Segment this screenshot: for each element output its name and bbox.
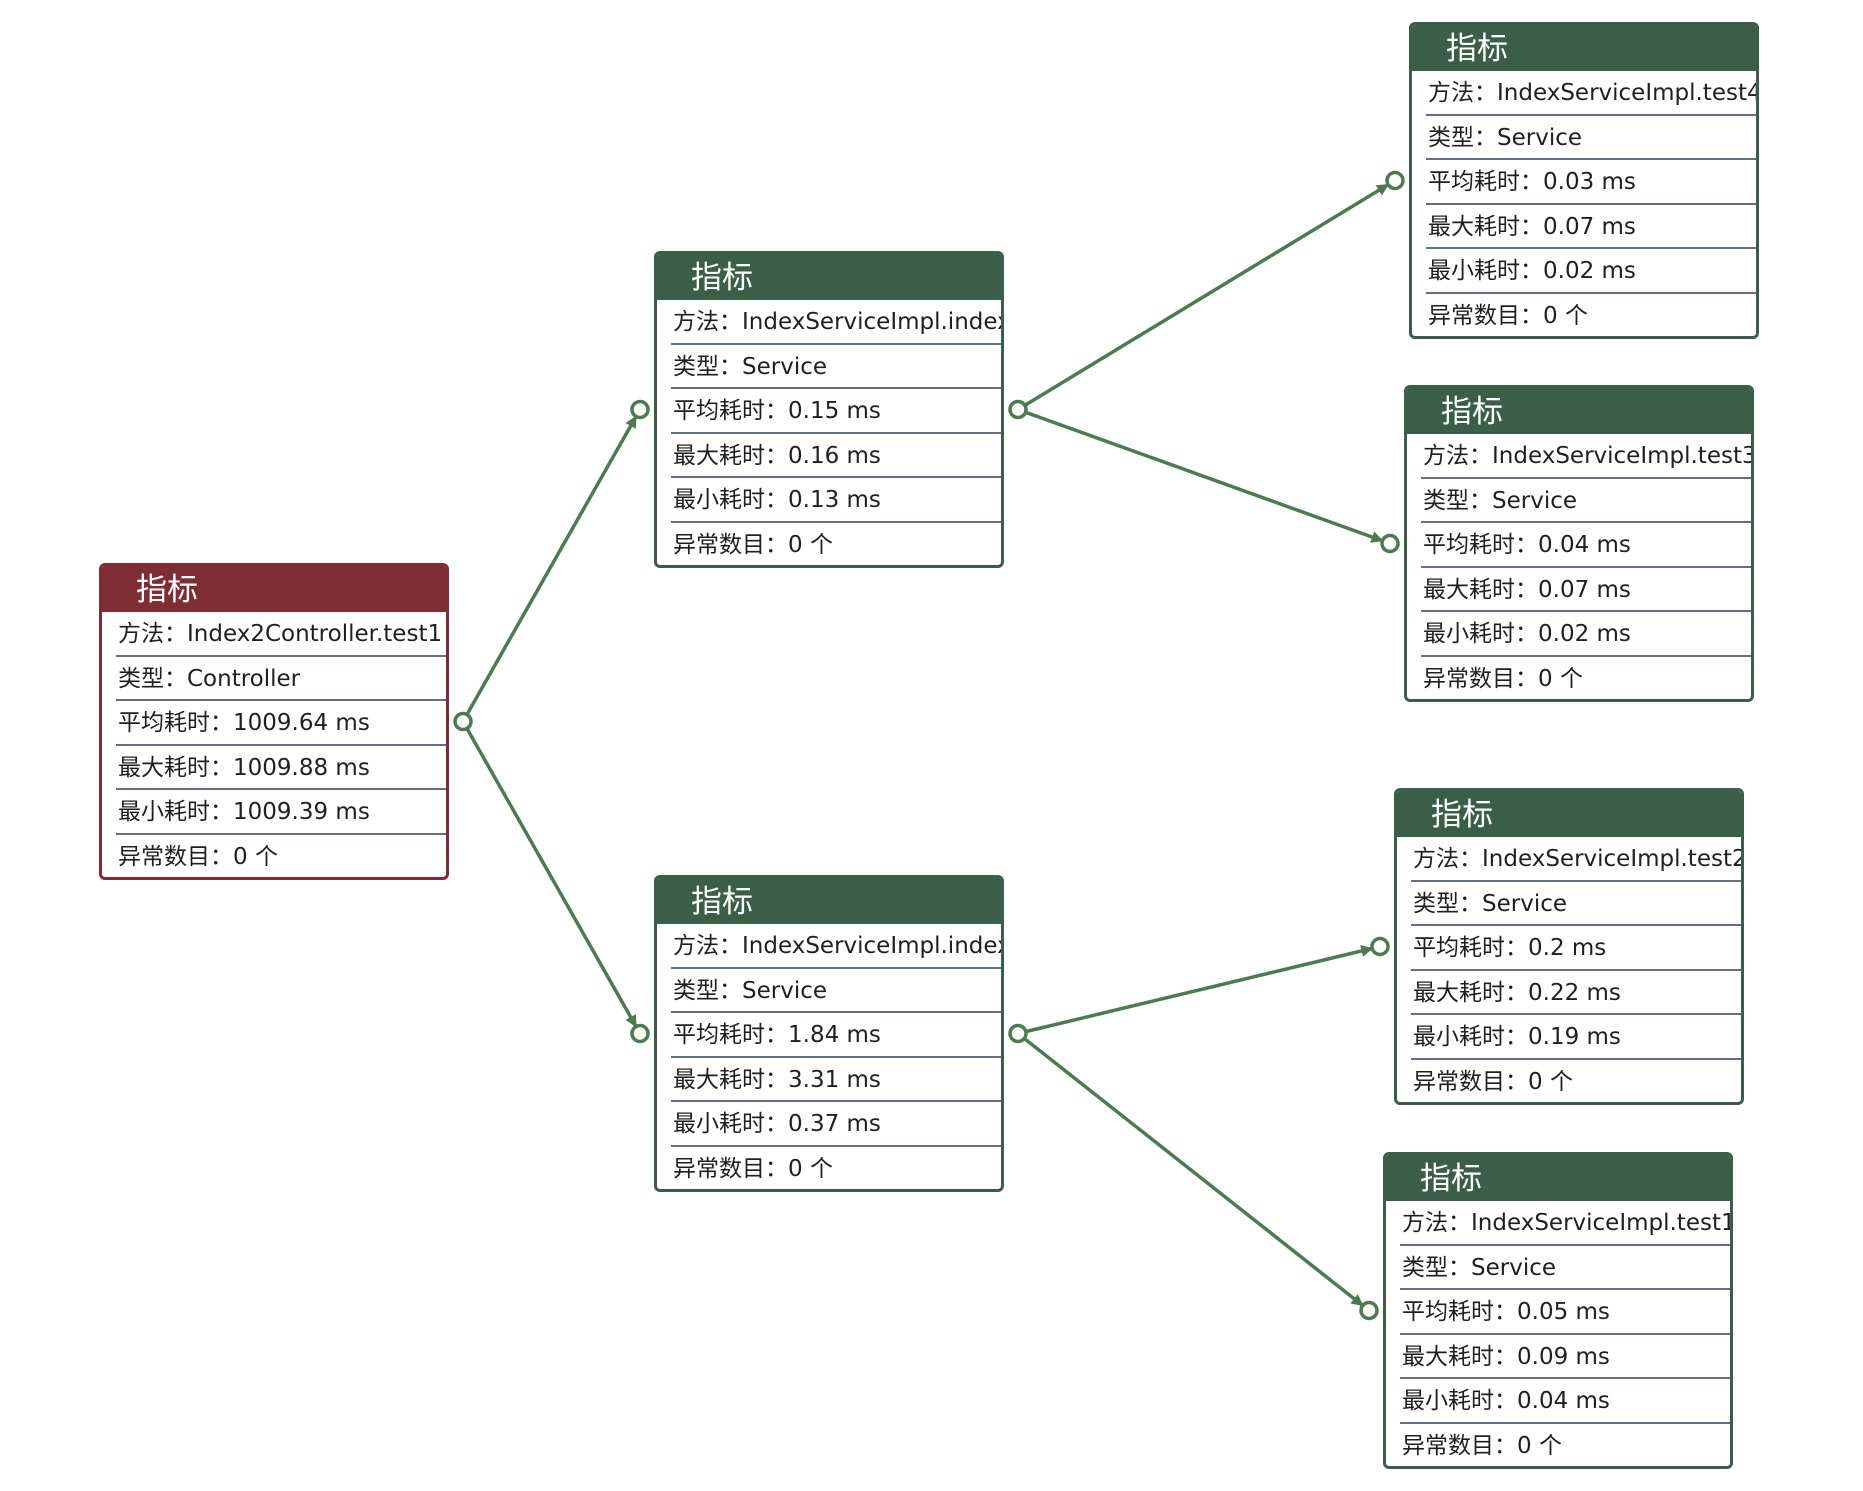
node-type: 类型：Service [671, 342, 1001, 388]
node-title: 指标 [102, 566, 446, 612]
node-max-time: 最大耗时：0.16 ms [671, 431, 1001, 477]
node-avg-time: 平均耗时：1.84 ms [671, 1011, 1001, 1056]
edge-arrow [1024, 410, 1384, 543]
node-method: 方法：IndexServiceImpl.test1 [1402, 1210, 1730, 1236]
node-exception-count: 异常数目：0 个 [1426, 291, 1756, 337]
node-max-time: 最大耗时：0.07 ms [1421, 565, 1751, 611]
node-type: 类型：Service [1421, 476, 1751, 522]
node-indexserviceimpl-test2[interactable]: 指标 方法：IndexServiceImpl.test2 类型：Service … [1394, 788, 1744, 1105]
output-port [1008, 1023, 1028, 1044]
node-title: 指标 [1407, 388, 1751, 434]
node-avg-time: 平均耗时：0.2 ms [1411, 924, 1741, 969]
node-min-time: 最小耗时：0.19 ms [1411, 1013, 1741, 1058]
edge-arrow [1023, 1037, 1364, 1307]
node-type: 类型：Service [671, 966, 1001, 1012]
node-type: 类型：Service [1411, 879, 1741, 925]
node-max-time: 最大耗时：0.09 ms [1400, 1332, 1730, 1378]
input-port [1385, 170, 1405, 191]
node-method: 方法：IndexServiceImpl.test3 [1423, 443, 1751, 469]
node-exception-count: 异常数目：0 个 [1411, 1057, 1741, 1103]
node-indexserviceimpl-test3[interactable]: 指标 方法：IndexServiceImpl.test3 类型：Service … [1404, 385, 1754, 702]
edge-arrow [1023, 183, 1390, 407]
node-exception-count: 异常数目：0 个 [116, 832, 446, 878]
edge-arrow [465, 415, 638, 716]
node-min-time: 最小耗时：0.02 ms [1421, 610, 1751, 655]
node-method: 方法：IndexServiceImpl.test4 [1428, 80, 1756, 106]
node-method: 方法：Index2Controller.test1 [118, 621, 443, 647]
node-title: 指标 [1412, 25, 1756, 71]
node-avg-time: 平均耗时：1009.64 ms [116, 699, 446, 744]
output-port [453, 711, 473, 732]
edges-layer [465, 183, 1390, 1307]
input-port [630, 399, 650, 420]
input-port [1370, 936, 1390, 957]
node-avg-time: 平均耗时：0.15 ms [671, 387, 1001, 432]
output-port [1008, 399, 1028, 420]
node-avg-time: 平均耗时：0.04 ms [1421, 521, 1751, 566]
node-type: 类型：Service [1400, 1243, 1730, 1289]
node-index2controller-test1[interactable]: 指标 方法：Index2Controller.test1 类型：Controll… [99, 563, 449, 880]
ports-layer [453, 170, 1405, 1321]
node-min-time: 最小耗时：0.02 ms [1426, 247, 1756, 292]
node-avg-time: 平均耗时：0.03 ms [1426, 158, 1756, 203]
node-indexserviceimpl-index1[interactable]: 指标 方法：IndexServiceImpl.index1 类型：Service… [654, 875, 1004, 1192]
node-title: 指标 [1386, 1155, 1730, 1201]
node-exception-count: 异常数目：0 个 [1400, 1421, 1730, 1467]
node-title: 指标 [657, 254, 1001, 300]
node-indexserviceimpl-test1[interactable]: 指标 方法：IndexServiceImpl.test1 类型：Service … [1383, 1152, 1733, 1469]
node-min-time: 最小耗时：0.04 ms [1400, 1377, 1730, 1422]
node-min-time: 最小耗时：1009.39 ms [116, 788, 446, 833]
node-method: 方法：IndexServiceImpl.index2 [673, 309, 1001, 335]
input-port [630, 1023, 650, 1044]
node-type: 类型：Controller [116, 654, 446, 700]
node-type: 类型：Service [1426, 113, 1756, 159]
input-port [1380, 533, 1400, 554]
node-method: 方法：IndexServiceImpl.index1 [673, 933, 1001, 959]
node-exception-count: 异常数目：0 个 [671, 1144, 1001, 1190]
input-port [1359, 1300, 1379, 1321]
node-exception-count: 异常数目：0 个 [671, 520, 1001, 566]
node-exception-count: 异常数目：0 个 [1421, 654, 1751, 700]
node-max-time: 最大耗时：3.31 ms [671, 1055, 1001, 1101]
node-title: 指标 [1397, 791, 1741, 837]
node-indexserviceimpl-test4[interactable]: 指标 方法：IndexServiceImpl.test4 类型：Service … [1409, 22, 1759, 339]
node-max-time: 最大耗时：0.07 ms [1426, 202, 1756, 248]
node-min-time: 最小耗时：0.13 ms [671, 476, 1001, 521]
node-title: 指标 [657, 878, 1001, 924]
node-avg-time: 平均耗时：0.05 ms [1400, 1288, 1730, 1333]
node-max-time: 最大耗时：1009.88 ms [116, 743, 446, 789]
node-min-time: 最小耗时：0.37 ms [671, 1100, 1001, 1145]
node-method: 方法：IndexServiceImpl.test2 [1413, 846, 1741, 872]
edge-arrow [465, 727, 638, 1028]
node-max-time: 最大耗时：0.22 ms [1411, 968, 1741, 1014]
node-indexserviceimpl-index2[interactable]: 指标 方法：IndexServiceImpl.index2 类型：Service… [654, 251, 1004, 568]
edge-arrow [1025, 945, 1374, 1034]
